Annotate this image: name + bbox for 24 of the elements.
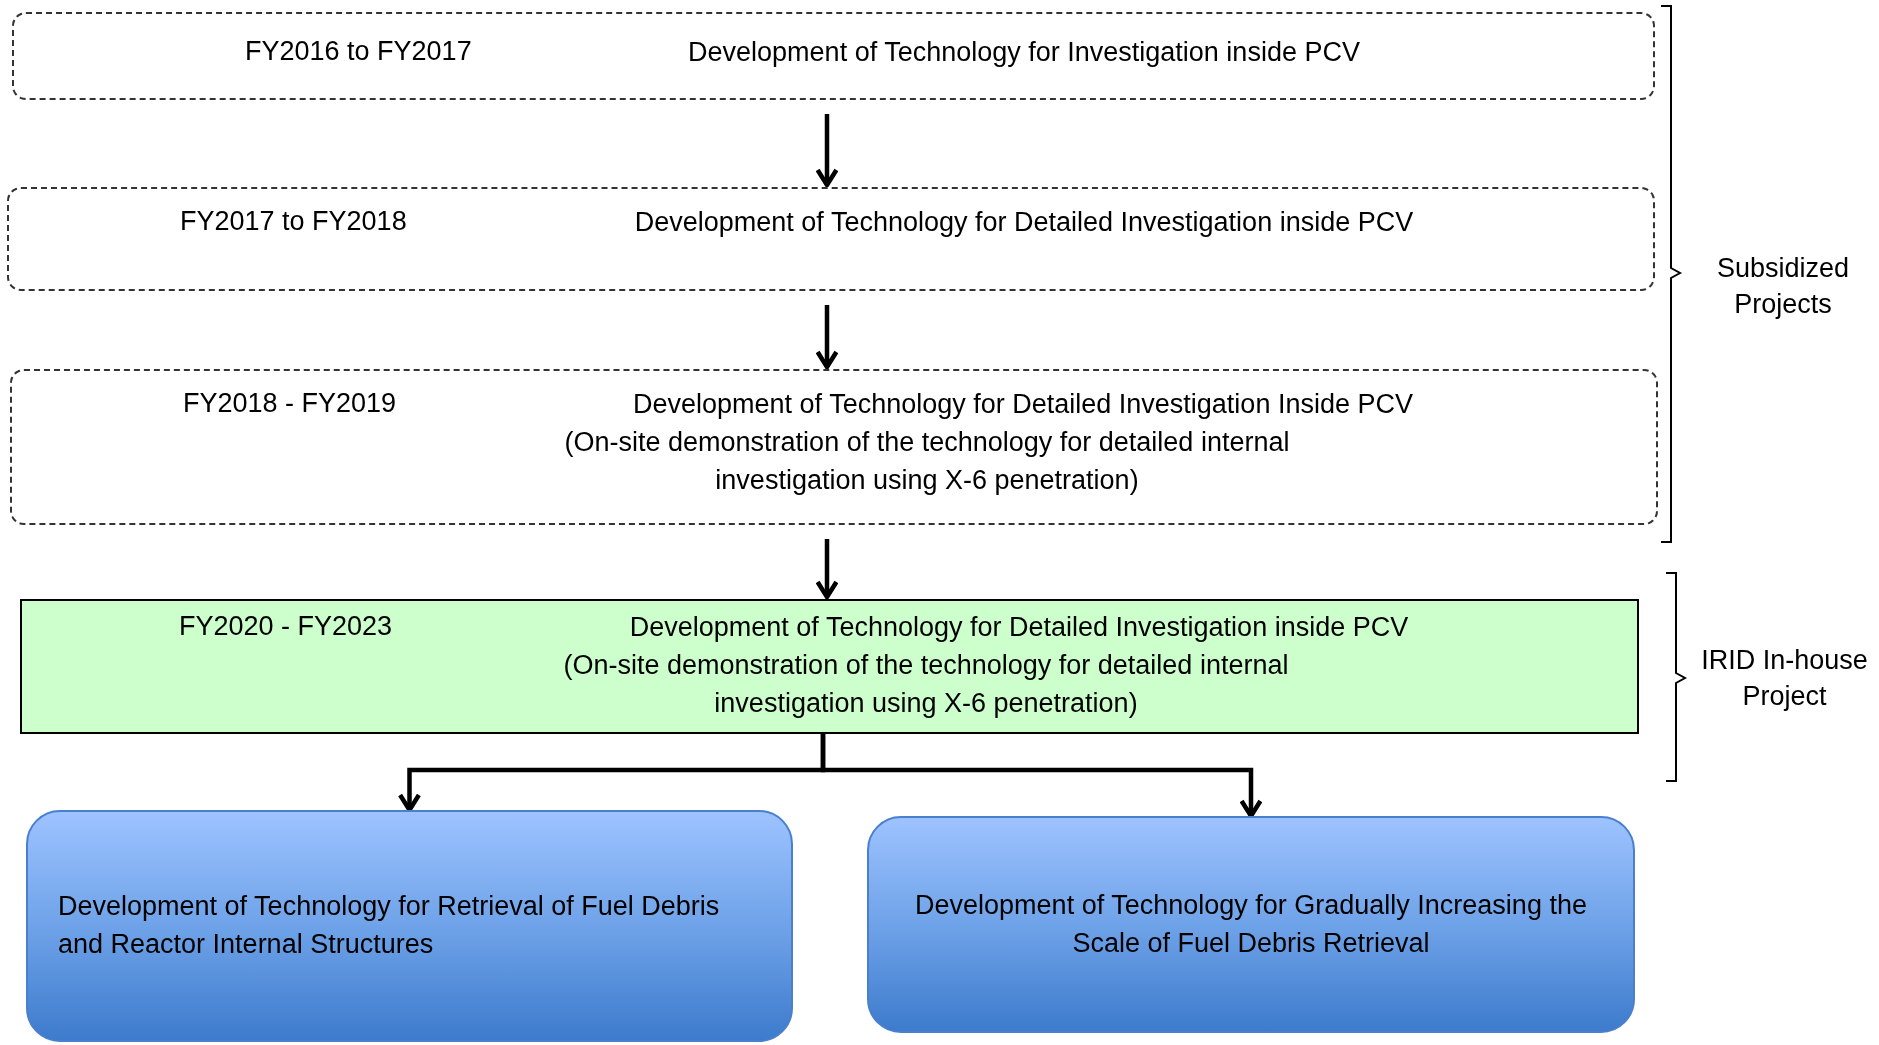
year-range: FY2018 - FY2019 [183,388,397,419]
stage-box [10,369,1658,525]
year-range: FY2017 to FY2018 [180,206,407,237]
stage-box [7,187,1655,291]
stage-description: Development of Technology for Detailed Investigation inside PCV [628,611,1410,644]
bracket-label: IRID In-house Project [1700,644,1869,713]
arrow [815,539,839,600]
year-range: FY2016 to FY2017 [245,36,472,67]
stage-description: (On-site demonstration of the technology for detailed internal investigation using X-6 penetration) [562,649,1290,720]
stage-description: (On-site demonstration of the technology for detailed internal investigation using X-6 penetration) [563,426,1291,497]
year-range: FY2020 - FY2023 [179,611,393,642]
arrow [820,734,1263,819]
stage-box [12,12,1655,100]
stage-description: Development of Technology for Detailed Investigation Inside PCV [632,388,1414,421]
stage-description: Development of Technology for Detailed Investigation inside PCV [633,206,1415,239]
arrow [815,114,839,188]
bracket-label: Subsidized Projects [1715,252,1851,321]
outcome-box [26,810,793,1042]
outcome-text: Development of Technology for Gradually Increasing the Scale of Fuel Debris Retrieval [914,888,1588,960]
outcome-text: Development of Technology for Retrieval of Fuel Debris and Reactor Internal Structures [58,890,721,961]
arrow [815,305,839,370]
outcome-box [867,816,1635,1033]
stage-description: Development of Technology for Investigation inside PCV [687,36,1361,69]
stage-box-highlighted [20,599,1639,734]
